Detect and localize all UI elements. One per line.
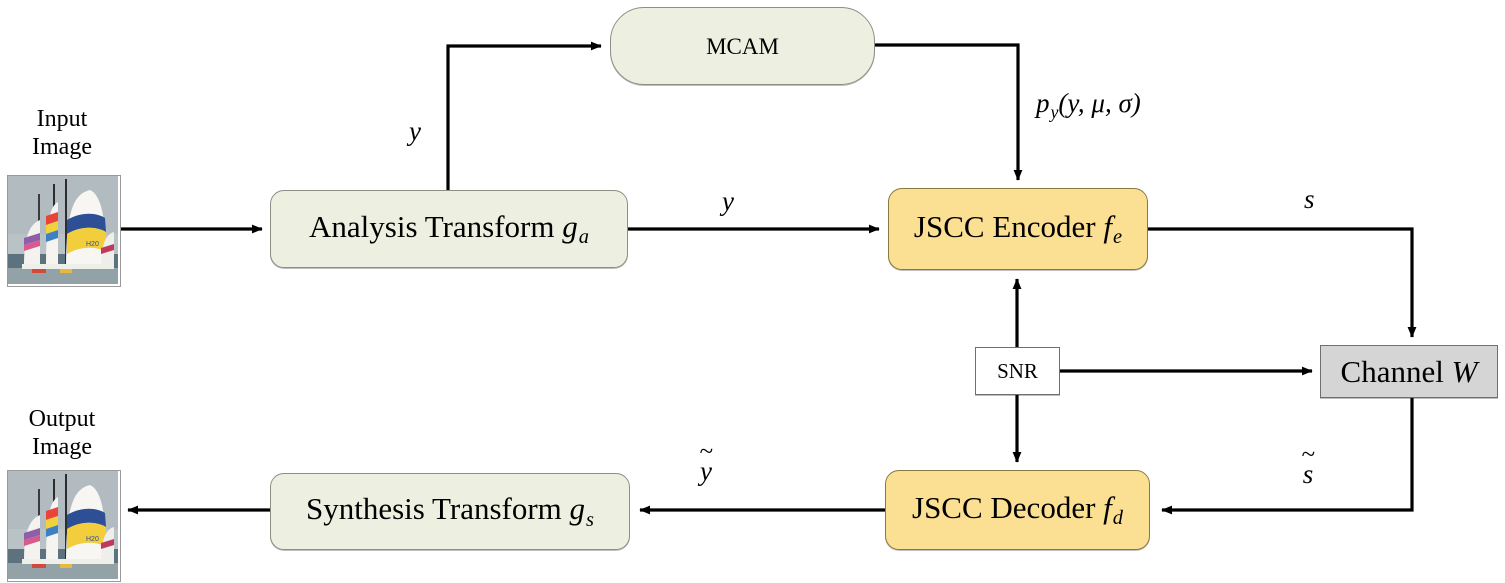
edge-label-s-tilde: ~ s bbox=[1290, 441, 1326, 489]
synthesis-transform-block[interactable]: Synthesis Transform gs bbox=[270, 473, 630, 550]
tilde-accent-s: ~ bbox=[1301, 441, 1315, 468]
edge-label-y-branch: y bbox=[409, 116, 421, 146]
jscc-encoder-label: JSCC Encoder fe bbox=[913, 208, 1123, 249]
channel-block[interactable]: Channel W bbox=[1320, 345, 1498, 398]
tilde-base: y bbox=[700, 456, 712, 486]
jscc-decoder-label: JSCC Decoder fd bbox=[912, 489, 1123, 530]
sailboat-photo-output: H20 bbox=[8, 471, 118, 579]
sailboat-photo: H20 bbox=[8, 176, 118, 284]
synthesis-transform-label: Synthesis Transform gs bbox=[305, 491, 594, 531]
tilde-base-s: s bbox=[1302, 459, 1314, 489]
edge-label-y-main: y bbox=[722, 186, 734, 216]
input-image-caption: Input Image bbox=[32, 106, 92, 161]
analysis-transform-label: Analysis Transform ga bbox=[309, 208, 589, 249]
snr-label: SNR bbox=[997, 358, 1038, 383]
mcam-label: MCAM bbox=[706, 33, 779, 59]
jscc-decoder-block[interactable]: JSCC Decoder fd bbox=[885, 470, 1150, 550]
channel-label: Channel W bbox=[1340, 354, 1478, 389]
tilde-accent: ~ bbox=[699, 438, 713, 465]
snr-block[interactable]: SNR bbox=[975, 347, 1060, 395]
analysis-transform-block[interactable]: Analysis Transform ga bbox=[270, 190, 628, 268]
svg-text:H20: H20 bbox=[86, 241, 99, 248]
edge-label-s: s bbox=[1304, 184, 1315, 214]
output-image-thumbnail: H20 bbox=[7, 470, 121, 582]
output-image-caption: Output Image bbox=[28, 406, 96, 461]
edge-label-y-tilde: ~ y bbox=[688, 438, 724, 486]
input-image-thumbnail: H20 bbox=[7, 175, 121, 287]
jscc-encoder-block[interactable]: JSCC Encoder fe bbox=[888, 188, 1148, 270]
svg-text:H20: H20 bbox=[86, 536, 99, 543]
edge-analysis-to-mcam bbox=[446, 41, 602, 190]
edge-label-py: py(y, μ, σ) bbox=[1036, 88, 1141, 122]
mcam-block[interactable]: MCAM bbox=[610, 7, 875, 85]
edge-mcam-to-encoder bbox=[875, 43, 1023, 181]
edge-channel-to-decoder bbox=[1161, 398, 1414, 515]
edge-encoder-to-channel bbox=[1148, 227, 1417, 338]
